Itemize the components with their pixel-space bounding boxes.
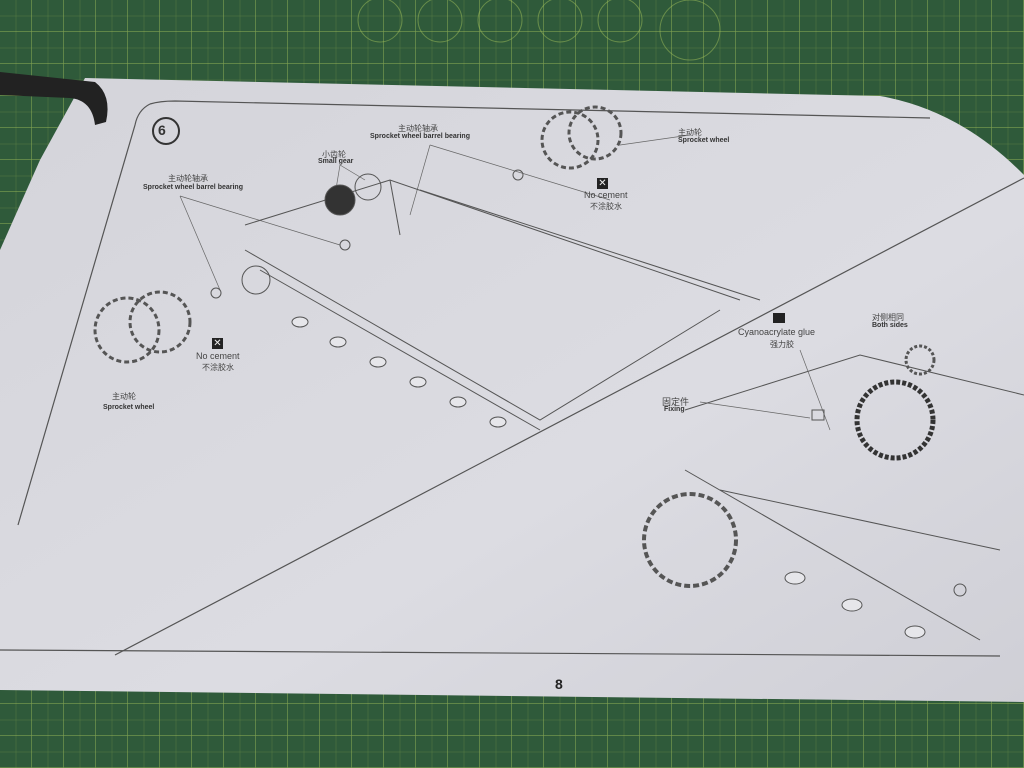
page-number: 8 (555, 676, 563, 692)
label-barrel-bearing-left-cn: 主动轮轴承 (168, 174, 208, 183)
chassis-left (93, 105, 761, 431)
no-cement-icon: ✕ (597, 178, 608, 189)
step-badge (152, 117, 180, 145)
label-no-cement-top-en: No cement (584, 190, 628, 200)
label-barrel-bearing-left-en: Sprocket wheel barrel bearing (143, 184, 243, 191)
label-sprocket-left-en: Sprocket wheel (103, 404, 155, 411)
paper (0, 78, 1024, 702)
label-sprocket-left-cn: 主动轮 (112, 392, 136, 401)
label-fixing-en: Fixing (664, 406, 685, 413)
label-no-cement-left-cn: 不涂胶水 (202, 363, 234, 372)
label-sprocket-top-en: Sprocket wheel (678, 137, 730, 144)
glue-icon (773, 313, 785, 323)
binder-clip (0, 72, 108, 125)
label-barrel-bearing-top-en: Sprocket wheel barrel bearing (370, 133, 470, 140)
label-small-gear-en: Small gear (318, 158, 354, 165)
label-both-sides-en: Both sides (872, 322, 908, 329)
label-small-gear-cn: 小齿轮 (322, 150, 346, 159)
label-no-cement-left-en: No cement (196, 351, 240, 361)
label-both-sides-cn: 对侧相同 (872, 313, 904, 322)
label-no-cement-top-cn: 不涂胶水 (590, 202, 622, 211)
label-glue-cn: 强力胶 (770, 340, 794, 349)
label-fixing-cn: 固定件 (662, 397, 690, 407)
no-cement-icon: ✕ (212, 338, 223, 349)
mat-circles (357, 0, 721, 61)
label-sprocket-top-cn: 主动轮 (678, 128, 702, 137)
label-barrel-bearing-top-cn: 主动轮轴承 (398, 124, 438, 133)
chassis-right (642, 344, 1024, 641)
step-number: 6 (158, 122, 166, 138)
label-glue-en: Cyanoacrylate glue (738, 327, 816, 337)
leader-lines (179, 134, 831, 431)
page-frame (0, 100, 1024, 657)
